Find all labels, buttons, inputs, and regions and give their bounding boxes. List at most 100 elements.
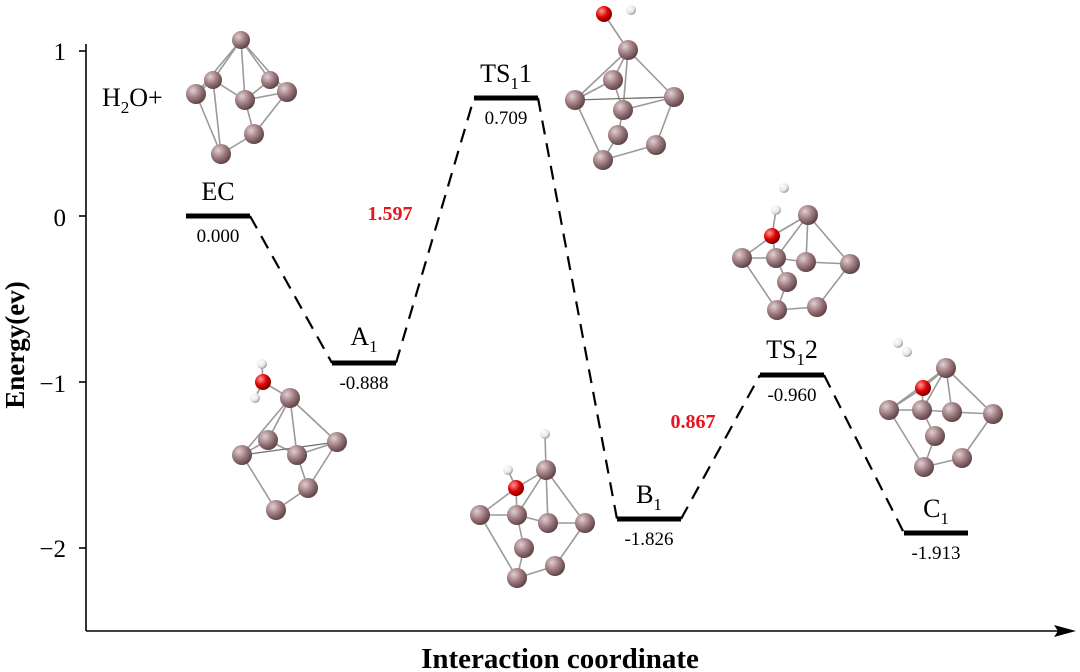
state-label-ts11: TS11 [480,59,532,93]
atom [538,513,558,533]
energy-label-b1: -1.826 [624,529,673,550]
atom [250,393,260,403]
atom [186,84,206,104]
atom [507,505,527,525]
energy-label-ts12: -0.960 [767,385,816,406]
barrier-labels: 1.597 0.867 [368,203,716,433]
atom [545,556,565,576]
y-axis-title: Energy(ev) [0,281,30,408]
atom [942,402,962,422]
atom [514,538,534,558]
molecule-a1 [232,359,347,520]
atom [603,70,623,90]
state-labels: EC A1 TS11 B1 TS12 C1 [201,59,949,528]
state-label-ec: EC [201,177,234,206]
atom [507,568,527,588]
state-label-a1: A1 [350,322,377,356]
energy-labels: 0.000 -0.888 0.709 -1.826 -0.960 -1.913 [197,108,961,564]
atom [779,183,789,193]
molecule-bonds [888,367,994,468]
atom [796,252,816,272]
atom [893,338,903,348]
levels [186,95,968,536]
connector-ec-a1 [249,215,333,364]
molecule-bonds [741,209,851,311]
state-label-ts12: TS12 [766,335,818,369]
atom [732,248,752,268]
molecule-c1 [879,338,1003,477]
atom [261,71,279,89]
state-label-b1: B1 [636,480,662,514]
atom [255,374,271,390]
atom [508,480,524,496]
x-axis-title: Interaction coordinate [421,643,699,672]
atom [912,400,932,420]
atom [470,505,490,525]
molecule-ec [186,31,297,164]
energy-label-a1: -0.888 [339,373,388,394]
atom [232,31,250,49]
atom [232,445,252,465]
atom [914,457,934,477]
atom [287,445,307,465]
y-tick-label: −2 [39,536,66,563]
connector-ts12-c1 [823,374,905,534]
atom [840,254,860,274]
atom [575,513,595,533]
atom [266,500,286,520]
y-axis-ticks: 1 0 −1 −2 [39,39,86,563]
atom [807,297,827,317]
connectors [249,97,905,534]
atom [280,388,300,408]
atom [613,100,633,120]
atom [593,150,613,170]
atom [777,272,797,292]
y-tick-label: 0 [54,205,67,232]
reactant-label: H2O+ [102,83,163,117]
atom [936,358,956,378]
connector-b1-ts12 [680,374,761,520]
atom [257,359,267,369]
barrier-label-2: 0.867 [671,411,716,433]
atom [664,87,684,107]
atom [798,205,818,225]
atom [766,248,786,268]
atom [879,400,899,420]
atom [536,460,556,480]
molecule-ts12 [732,183,860,320]
molecule-bonds [479,433,586,579]
atom [618,40,638,60]
atom [915,380,931,396]
atom [211,144,231,164]
atom [646,135,666,155]
atom [503,465,513,475]
y-tick-label: −1 [39,371,66,398]
atom [235,90,255,110]
atom [596,6,612,22]
molecule-ts11 [565,5,684,170]
energy-label-ts11: 0.709 [485,108,528,129]
barrier-label-1: 1.597 [368,203,413,225]
atom [983,404,1003,424]
atom [204,71,222,89]
molecule-b1 [470,429,595,588]
atom [258,430,278,450]
atom [952,448,972,468]
energy-label-ec: 0.000 [197,226,240,247]
atom [626,5,636,15]
atom [244,124,264,144]
atom [540,429,550,439]
atom [767,300,787,320]
y-tick-label: 1 [54,39,67,66]
state-label-c1: C1 [923,494,949,528]
x-axis-arrow [1054,625,1076,637]
energy-label-c1: -1.913 [911,543,960,564]
atom [565,90,585,110]
atom [608,125,628,145]
atom [327,432,347,452]
atom [764,228,780,244]
atom [298,478,318,498]
connector-ts11-b1 [536,97,619,520]
atom [771,205,781,215]
